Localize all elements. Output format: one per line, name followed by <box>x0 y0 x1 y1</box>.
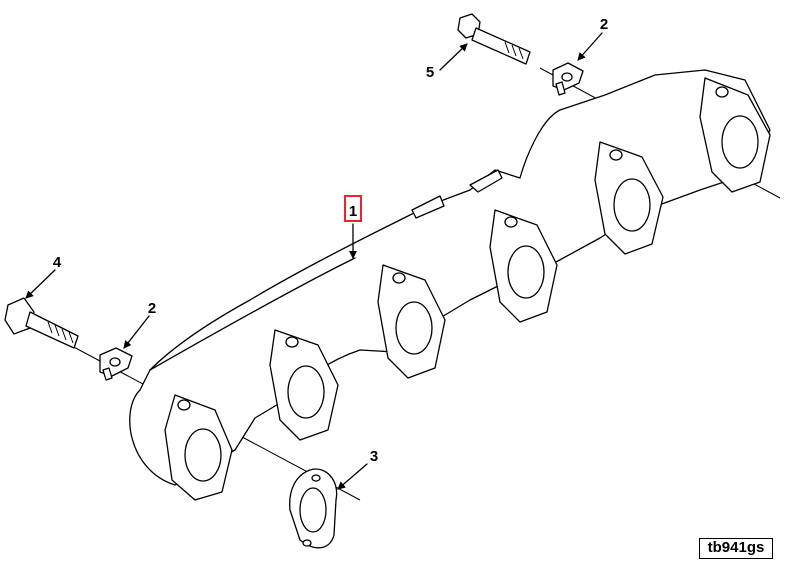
leader-lines <box>25 32 603 490</box>
port-flange-1 <box>164 394 233 501</box>
capscrew <box>4 297 79 349</box>
lock-plate-left <box>99 347 133 381</box>
port-flange-5 <box>594 141 664 255</box>
callout-4: 4 <box>53 254 62 271</box>
port-flange-3 <box>377 264 446 379</box>
port-flange-2 <box>269 329 339 441</box>
callout-2-left: 2 <box>148 300 156 317</box>
callout-3: 3 <box>370 448 378 465</box>
port-flange-6 <box>699 77 771 193</box>
exhaust-manifold <box>129 69 771 501</box>
figure-code-label: tb941gs <box>699 538 773 559</box>
port-flange-4 <box>489 209 558 323</box>
gasket <box>289 468 338 549</box>
callout-highlight-box <box>344 195 362 222</box>
callout-2-top: 2 <box>600 16 608 33</box>
lock-plate-top <box>552 62 584 96</box>
stud <box>457 13 531 65</box>
callout-1: 1 <box>349 203 357 220</box>
callout-5: 5 <box>426 64 434 81</box>
